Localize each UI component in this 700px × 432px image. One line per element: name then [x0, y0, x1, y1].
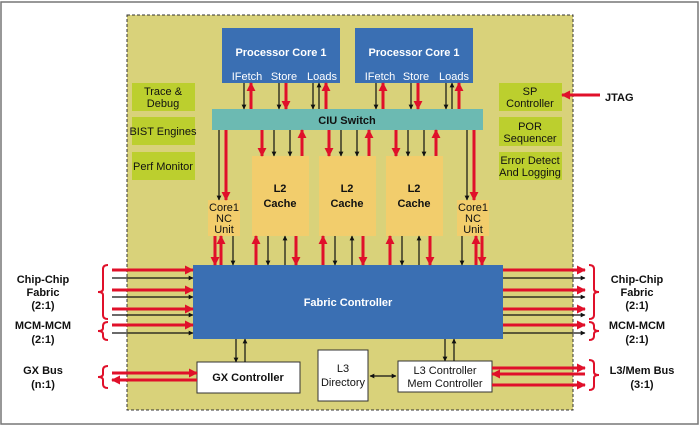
nc-label: Core1 [458, 202, 488, 214]
l2-label: Cache [330, 198, 363, 210]
l2-label: L2 [341, 183, 354, 195]
l3-controller-label: Mem Controller [407, 378, 483, 390]
l2-cache [386, 156, 443, 236]
bus-label-gx: GX Bus [23, 365, 63, 377]
perf-monitor-unit [132, 152, 195, 180]
nc-unit-left [208, 200, 240, 236]
bus-label-left-mcm: (2:1) [31, 334, 55, 346]
port-store: Store [271, 71, 297, 83]
bus-label-right-mcm: (2:1) [625, 334, 649, 346]
unit-label: Perf Monitor [133, 161, 193, 173]
fabric-controller [193, 265, 503, 339]
port-ifetch: IFetch [365, 71, 396, 83]
l2-cache [319, 156, 376, 236]
bus-label-l3mem: L3/Mem Bus [610, 365, 675, 377]
unit-label: BIST Engines [129, 126, 197, 138]
sp-controller-unit [499, 83, 562, 111]
nc-unit-right [457, 200, 489, 236]
bus-brace [97, 264, 109, 320]
port-loads: Loads [307, 71, 337, 83]
l2-label: L2 [274, 183, 287, 195]
l3-directory-label: Directory [321, 377, 366, 389]
processor-core-1: Processor Core 1 IFetch Store Loads [222, 28, 340, 83]
l3-directory-label: L3 [337, 363, 349, 375]
l2-label: Cache [263, 198, 296, 210]
unit-label: Error Detect [500, 155, 559, 167]
por-sequencer-unit [499, 117, 562, 146]
l3-directory [317, 349, 369, 402]
fabric-controller-label: Fabric Controller [304, 297, 393, 309]
bus-label-left-chip: Chip-Chip [17, 274, 70, 286]
l3-controller-label: L3 Controller [414, 365, 477, 377]
unit-label: Sequencer [503, 133, 557, 145]
nc-label: Unit [214, 224, 234, 236]
bus-label-left-chip: (2:1) [31, 300, 55, 312]
unit-label: SP [523, 86, 538, 98]
l2-cache [252, 156, 309, 236]
bus-label-right-chip: Fabric [620, 287, 653, 299]
core-title: Processor Core 1 [235, 47, 326, 59]
bus-label-right-chip: Chip-Chip [611, 274, 664, 286]
nc-label: Core1 [209, 202, 239, 214]
unit-label: And Logging [499, 167, 561, 179]
nc-label: Unit [463, 224, 483, 236]
nc-label: NC [465, 213, 481, 225]
port-store: Store [403, 71, 429, 83]
core-title: Processor Core 1 [368, 47, 459, 59]
processor-core-2: Processor Core 1 IFetch Store Loads [355, 28, 473, 83]
bist-engines-unit [132, 117, 195, 145]
bus-label-left-mcm: MCM-MCM [15, 320, 71, 332]
l2-label: L2 [408, 183, 421, 195]
bus-brace [588, 359, 600, 391]
unit-label: POR [518, 121, 542, 133]
port-ifetch: IFetch [232, 71, 263, 83]
unit-label: Controller [506, 98, 554, 110]
error-detect-unit [499, 152, 562, 180]
ciu-switch [212, 109, 483, 130]
bus-brace [588, 321, 600, 341]
bus-label-gx: (n:1) [31, 379, 55, 391]
nc-label: NC [216, 213, 232, 225]
l3-mem-controller [397, 360, 493, 393]
l2-label: Cache [397, 198, 430, 210]
bus-label-right-mcm: MCM-MCM [609, 320, 665, 332]
jtag-label: JTAG [605, 92, 634, 104]
trace-debug-unit [132, 83, 195, 111]
bus-brace [588, 264, 600, 320]
port-loads: Loads [439, 71, 469, 83]
bus-label-l3mem: (3:1) [630, 379, 654, 391]
bus-brace [97, 365, 109, 389]
bus-brace [97, 321, 109, 341]
bus-label-right-chip: (2:1) [625, 300, 649, 312]
gx-controller-label: GX Controller [212, 372, 284, 384]
unit-label: Debug [147, 98, 179, 110]
gx-controller [196, 361, 301, 394]
ciu-switch-label: CIU Switch [318, 115, 376, 127]
bus-label-left-chip: Fabric [26, 287, 59, 299]
unit-label: Trace & [144, 86, 183, 98]
